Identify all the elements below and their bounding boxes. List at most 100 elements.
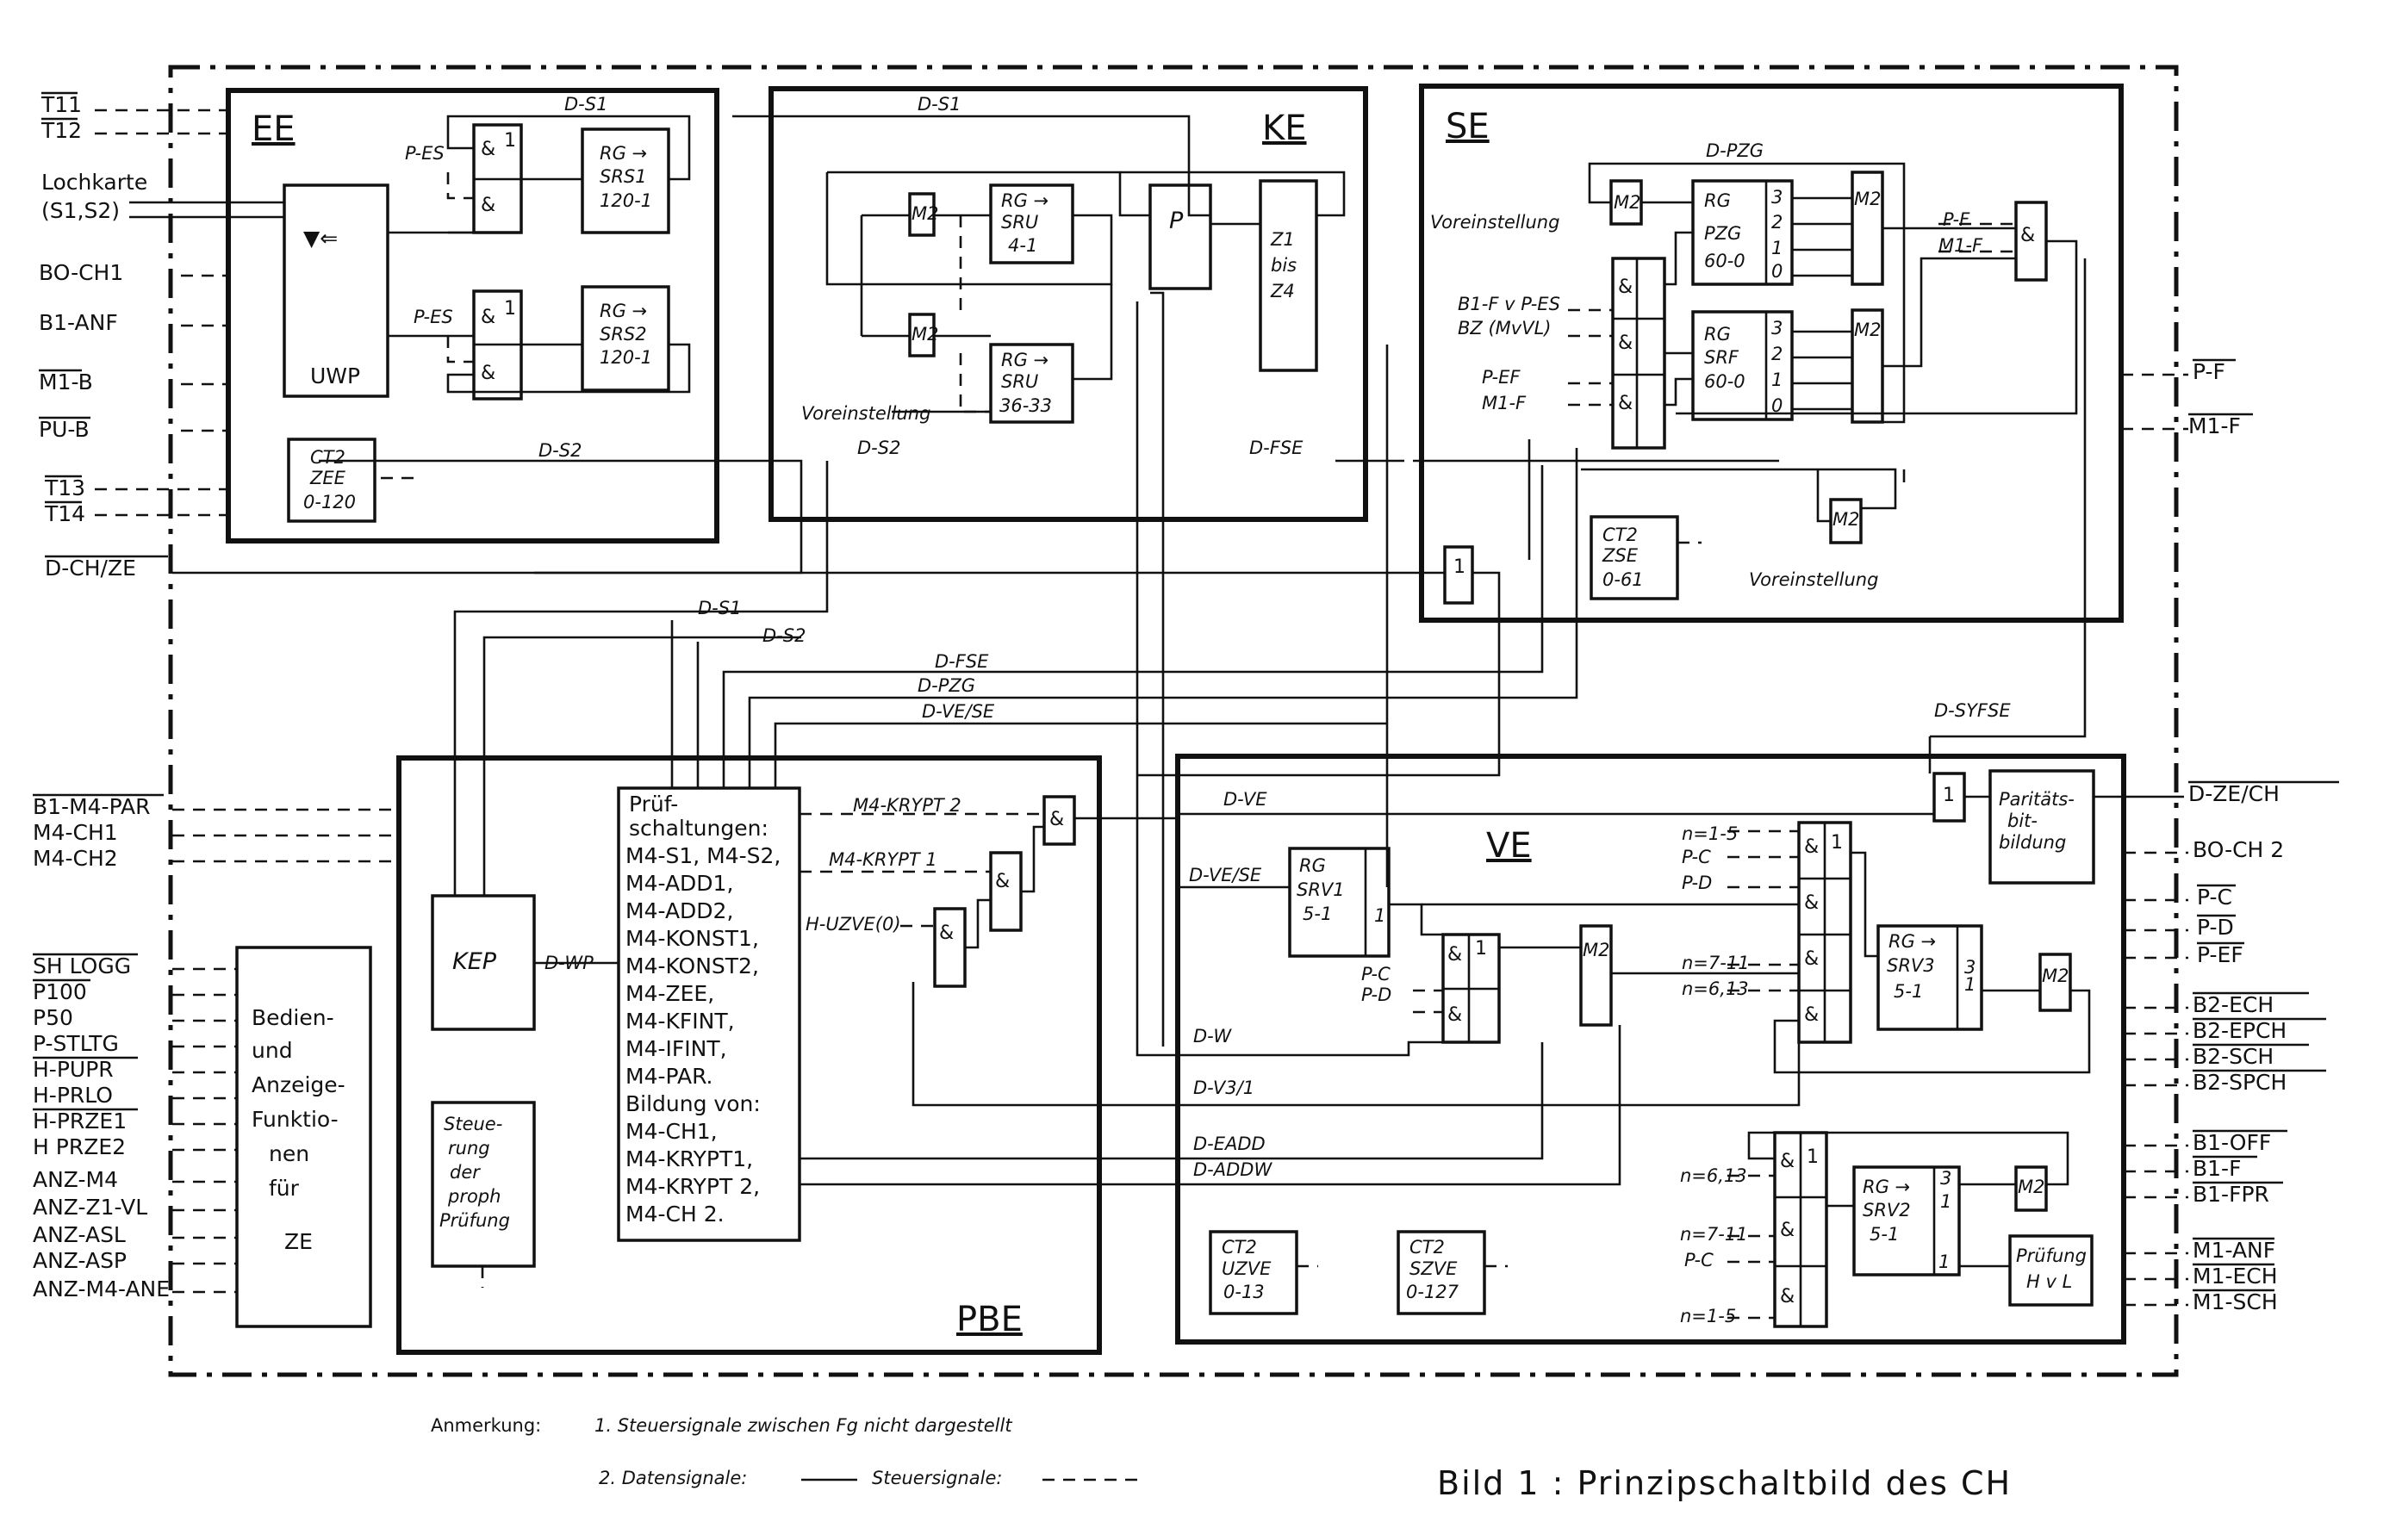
svg-text:Steue-: Steue- [444, 1114, 502, 1134]
sig-d-s1-top: D-S1 [564, 94, 607, 115]
ke-voreinstellung: Voreinstellung [801, 403, 930, 424]
svg-text:5-1: 5-1 [1894, 981, 1923, 1002]
svg-text:1: 1 [1964, 974, 1976, 995]
svg-text:&: & [1618, 276, 1633, 298]
lochkarte-label: Lochkarte [41, 170, 147, 195]
lochkarte-sub: (S1,S2) [41, 198, 120, 223]
sig-d-s2-ee: D-S2 [538, 440, 582, 461]
note-prefix: Anmerkung: [431, 1415, 541, 1436]
svg-text:bis: bis [1271, 255, 1297, 276]
svg-text:M4-KRYPT 2,: M4-KRYPT 2, [625, 1174, 760, 1199]
note-1: 1. Steuersignale zwischen Fg nicht darge… [594, 1415, 1012, 1436]
rg-srv3-box [1876, 924, 1983, 1031]
block-ke [768, 86, 1368, 522]
svg-text:SRU: SRU [1001, 212, 1038, 233]
svg-text:M2: M2 [2042, 966, 2069, 986]
sig-d-ve: D-VE [1223, 789, 1267, 810]
svg-text:CT2: CT2 [1602, 525, 1638, 545]
note-2-ctrl: Steuersignale: [872, 1468, 1002, 1488]
svg-text:RG: RG [1299, 855, 1326, 876]
svg-text:M4-ADD1,: M4-ADD1, [625, 871, 733, 896]
svg-text:&: & [481, 195, 495, 216]
svg-text:ZSE: ZSE [1602, 545, 1639, 566]
pin-t11: T11 [40, 92, 82, 117]
svg-text:&: & [1780, 1151, 1795, 1172]
svg-text:CT2: CT2 [1222, 1237, 1257, 1258]
svg-text:für: für [269, 1176, 300, 1201]
rg-srs1-l1: RG → [600, 143, 647, 164]
sig-d-s2-ke: D-S2 [857, 438, 900, 458]
sig-d-s2-mid: D-S2 [762, 625, 806, 646]
svg-text:M4-ZEE,: M4-ZEE, [625, 981, 714, 1006]
p-es-label-2: P-ES [414, 307, 453, 327]
svg-text:B1-F v P-ES: B1-F v P-ES [1458, 294, 1560, 314]
svg-text:&: & [1780, 1286, 1795, 1307]
block-ee-title: EE [252, 109, 296, 149]
right-pins: P-F M1-F D-ZE/CH BO-CH 2 P-C P-D P-EF B2… [2188, 359, 2287, 1314]
pin-anz-m4: ANZ-M4 [33, 1167, 118, 1192]
svg-text:PZG: PZG [1704, 223, 1741, 244]
svg-text:Funktio-: Funktio- [252, 1107, 339, 1132]
svg-text:bildung: bildung [1999, 832, 2066, 853]
svg-text:proph: proph [447, 1186, 501, 1207]
svg-text:SRV3: SRV3 [1887, 955, 1935, 976]
se-voreinstellung-top: Voreinstellung [1430, 212, 1559, 233]
svg-text:60-0: 60-0 [1704, 251, 1745, 271]
rg-sru-b-box [989, 343, 1074, 424]
ke-p-box [1148, 183, 1212, 290]
block-ve [1175, 754, 2126, 1345]
pin-d-ch-ze: D-CH/ZE [45, 556, 136, 581]
svg-text:&: & [1804, 892, 1819, 914]
svg-text:M2: M2 [1854, 189, 1881, 209]
svg-text:M4-KONST1,: M4-KONST1, [625, 926, 759, 951]
svg-text:und: und [252, 1038, 293, 1063]
svg-text:&: & [1780, 1220, 1795, 1241]
svg-text:bit-: bit- [2007, 811, 2038, 831]
svg-text:M4-PAR.: M4-PAR. [625, 1064, 713, 1089]
svg-text:M4-CH1,: M4-CH1, [625, 1119, 718, 1144]
rg-srv1-box [1288, 847, 1391, 958]
pruef-box [617, 786, 801, 1242]
svg-text:0-13: 0-13 [1223, 1282, 1265, 1302]
rg-srs2-box [581, 285, 670, 392]
note-2-data: 2. Datensignale: [599, 1468, 747, 1488]
svg-text:M4-KRYPT 1: M4-KRYPT 1 [829, 849, 937, 870]
rg-srs2-l3: 120-1 [600, 347, 652, 368]
pin-b1-f: B1-F [2193, 1156, 2241, 1181]
p-es-label-1: P-ES [405, 143, 445, 164]
block-se [1419, 84, 2124, 623]
svg-text:P-C: P-C [1682, 847, 1711, 867]
ct2-zee-box [287, 438, 376, 523]
svg-text:rung: rung [448, 1138, 490, 1158]
pin-b1-anf: B1-ANF [39, 310, 118, 335]
svg-text:M4-KRYPT 2: M4-KRYPT 2 [853, 795, 961, 816]
pin-m1-ech: M1-ECH [2193, 1264, 2278, 1289]
svg-text:M4-KRYPT1,: M4-KRYPT1, [625, 1146, 753, 1171]
pin-anz-asl: ANZ-ASL [33, 1222, 126, 1247]
svg-text:3: 3 [1771, 187, 1783, 208]
svg-text:3: 3 [1964, 957, 1976, 978]
svg-text:1: 1 [504, 130, 516, 152]
rg-srf-box [1691, 310, 1794, 421]
ct2-zee-l1: CT2 [310, 447, 345, 468]
svg-text:&: & [1804, 1004, 1819, 1026]
ct2-zee-l2: ZEE [309, 468, 346, 488]
svg-text:n=1-5: n=1-5 [1680, 1306, 1736, 1326]
svg-text:1: 1 [1831, 832, 1843, 854]
pin-t14: T14 [44, 501, 85, 526]
pin-anz-m4-ane: ANZ-M4-ANE [33, 1276, 170, 1301]
rg-srs2-l1: RG → [600, 301, 647, 321]
svg-text:nen: nen [269, 1141, 309, 1166]
svg-text:2: 2 [1771, 212, 1783, 233]
ct2-szve-box [1397, 1230, 1486, 1315]
paritaet-box [1988, 769, 2095, 885]
optocoupler-icon: ▼⇐ [303, 226, 338, 251]
svg-text:&: & [1049, 809, 1064, 830]
rg-sru-a-box [989, 183, 1074, 264]
svg-text:1: 1 [1943, 785, 1955, 806]
svg-text:1: 1 [1453, 556, 1465, 578]
svg-text:1: 1 [1938, 1252, 1950, 1272]
svg-text:ZE: ZE [284, 1229, 313, 1254]
svg-text:RG →: RG → [1863, 1177, 1910, 1197]
block-ke-title: KE [1262, 109, 1307, 148]
